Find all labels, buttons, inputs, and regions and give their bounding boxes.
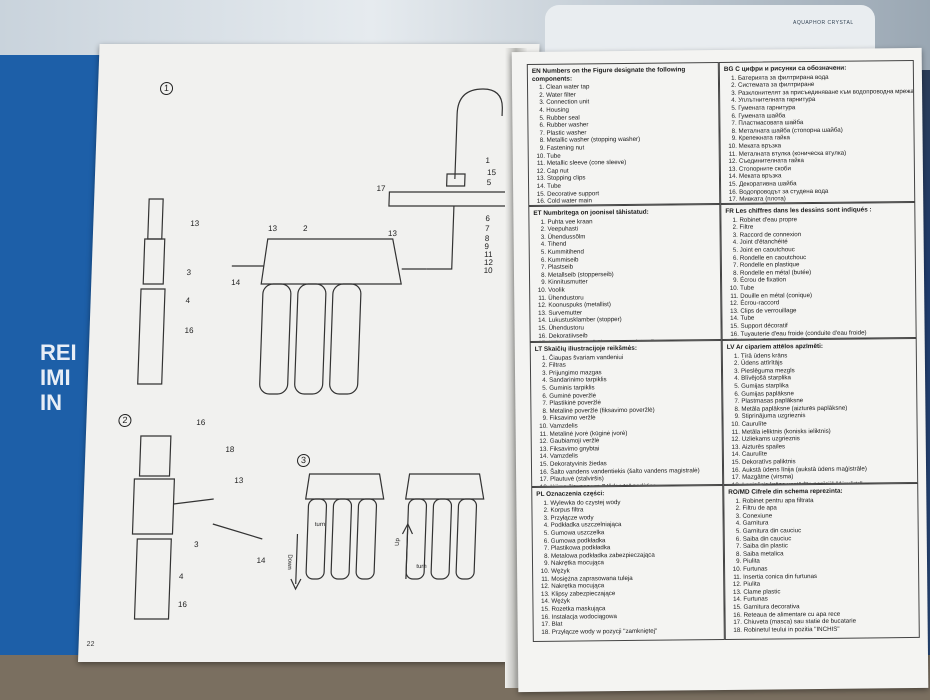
callout: 14 [256, 556, 266, 565]
box-text-line: IMI [40, 365, 71, 390]
callout: 17 [376, 184, 386, 193]
legend-list: Батерията за филтрирана водаСистемата за… [724, 73, 914, 204]
legend-block-fr: FR Les chiffres dans les dessins sont in… [720, 201, 917, 340]
callout: 14 [231, 278, 241, 287]
callout: 4 [178, 572, 184, 581]
callout: 13 [190, 219, 200, 228]
language-code: ET [533, 209, 542, 217]
callout: 1 [485, 156, 491, 165]
callout: 16 [184, 326, 194, 335]
up-label: Up [394, 538, 402, 546]
tube-line [173, 498, 263, 540]
callout: 7 [484, 224, 490, 233]
legend-heading: Les chiffres dans les dessins sont indiq… [735, 206, 872, 215]
filter-head [304, 473, 385, 500]
legend-heading: С цифри и рисунки са обозначени: [735, 64, 847, 73]
legend-item: Przyłącze wody w pozycji "zamkniętej" [552, 627, 720, 636]
language-code: LT [534, 345, 543, 353]
callout: 6 [485, 214, 491, 223]
faucet-drawing [454, 88, 503, 179]
filter-flask [294, 283, 327, 395]
pipe [138, 435, 172, 477]
pipe [147, 198, 164, 240]
legend-heading: Skaičių iliustracijoje reikšmės: [543, 344, 638, 353]
callout: 10 [483, 266, 493, 275]
up-arrow-icon [401, 522, 414, 579]
legend-list: Robinet pentru apa filtrataFiltru de apa… [728, 496, 914, 635]
turn-label: turn [416, 564, 427, 570]
legend-block-bg: BG С цифри и рисунки са обозначени:Батер… [718, 59, 916, 204]
legend-heading: Ar cipariem attēlos apzīmēti: [735, 342, 824, 351]
legend-block-ro-md: RO/MD Cifrele din schema reprezinta:Robi… [723, 482, 920, 640]
language-code: RO/MD [728, 488, 750, 496]
callout: 5 [486, 178, 492, 187]
legend-heading: Numbers on the Figure designate the foll… [531, 66, 686, 83]
callout: 16 [196, 418, 206, 427]
legend-list: Čiaupas švariam vandeniuiFiltrasPrijungi… [535, 353, 718, 487]
legend-block-en: EN Numbers on the Figure designate the f… [526, 61, 721, 206]
filter-head [404, 473, 485, 500]
callout: 3 [186, 268, 192, 277]
legend-block-et: ET Numbritega on joonisel tähistatud:Puh… [528, 203, 722, 342]
callout: 2 [302, 224, 308, 233]
filter-head [260, 238, 402, 285]
language-code: PL [536, 490, 545, 498]
legend-heading: Oznaczenia części: [546, 490, 605, 498]
right-page: EN Numbers on the Figure designate the f… [511, 47, 929, 693]
legend-list: Puhta vee kraanVeepuhastiÜhendussõlmTihe… [533, 217, 717, 342]
language-code: FR [725, 207, 734, 215]
callout: 15 [486, 168, 497, 177]
down-label: Down [285, 554, 293, 570]
legend-block-pl: PL Oznaczenia części:Wylewka do czystej … [531, 484, 725, 642]
pipe [137, 288, 166, 385]
callout: 13 [267, 224, 278, 233]
faucet-base [446, 173, 466, 187]
connection-unit [131, 478, 176, 535]
box-text-line: REI [40, 340, 77, 365]
legend-block-lv: LV Ar cipariem attēlos apzīmēti:Tīrā ūde… [721, 337, 919, 485]
language-code: EN [531, 67, 541, 75]
legend-list: Robinet d'eau propreFiltreRaccord de con… [725, 215, 911, 340]
box-text: REI IMI IN [40, 340, 77, 415]
installation-diagram [131, 88, 511, 620]
legend-list: Wylewka do czystej wodyKorpus filtraPrzy… [536, 498, 719, 637]
legend-heading: Cifrele din schema reprezinta: [751, 487, 843, 496]
callout: 13 [234, 476, 244, 485]
legend-block-lt: LT Skaičių iliustracijoje reikšmės:Čiaup… [529, 339, 724, 487]
box-text-line: IN [40, 390, 62, 415]
callout: 16 [177, 600, 188, 609]
legend-item: Robinetul teului in pozitia "INCHIS" [744, 625, 915, 634]
filter-flask [259, 283, 292, 395]
legend-list: Tīrā ūdens krānsŪdens attīrītājsPieslēgu… [727, 351, 913, 485]
callout: 3 [193, 540, 199, 549]
legend-list: Clean water tapWater filterConnection un… [532, 82, 715, 206]
down-arrow-icon [290, 534, 302, 591]
callout: 4 [185, 296, 191, 305]
language-code: BG [723, 65, 734, 73]
turn-label: turn [314, 522, 326, 528]
tube-line [426, 206, 455, 270]
filter-flask [329, 283, 362, 395]
tube-line [231, 265, 427, 270]
callout: 13 [387, 229, 398, 238]
page-number: 22 [86, 641, 95, 648]
legend-title: EN Numbers on the Figure designate the f… [532, 66, 714, 83]
box-logo: AQUAPHOR CRYSTAL [793, 20, 854, 26]
left-page: 1 2 3 1 15 5 6 7 8 9 11 12 10 17 2 13 13… [78, 44, 540, 662]
language-code: LV [726, 343, 735, 351]
legend-heading: Numbritega on joonisel tähistatud: [543, 208, 649, 217]
connection-unit [142, 238, 166, 285]
callout: 18 [225, 445, 235, 454]
sink-tabletop [388, 191, 511, 207]
pipe [133, 538, 172, 620]
